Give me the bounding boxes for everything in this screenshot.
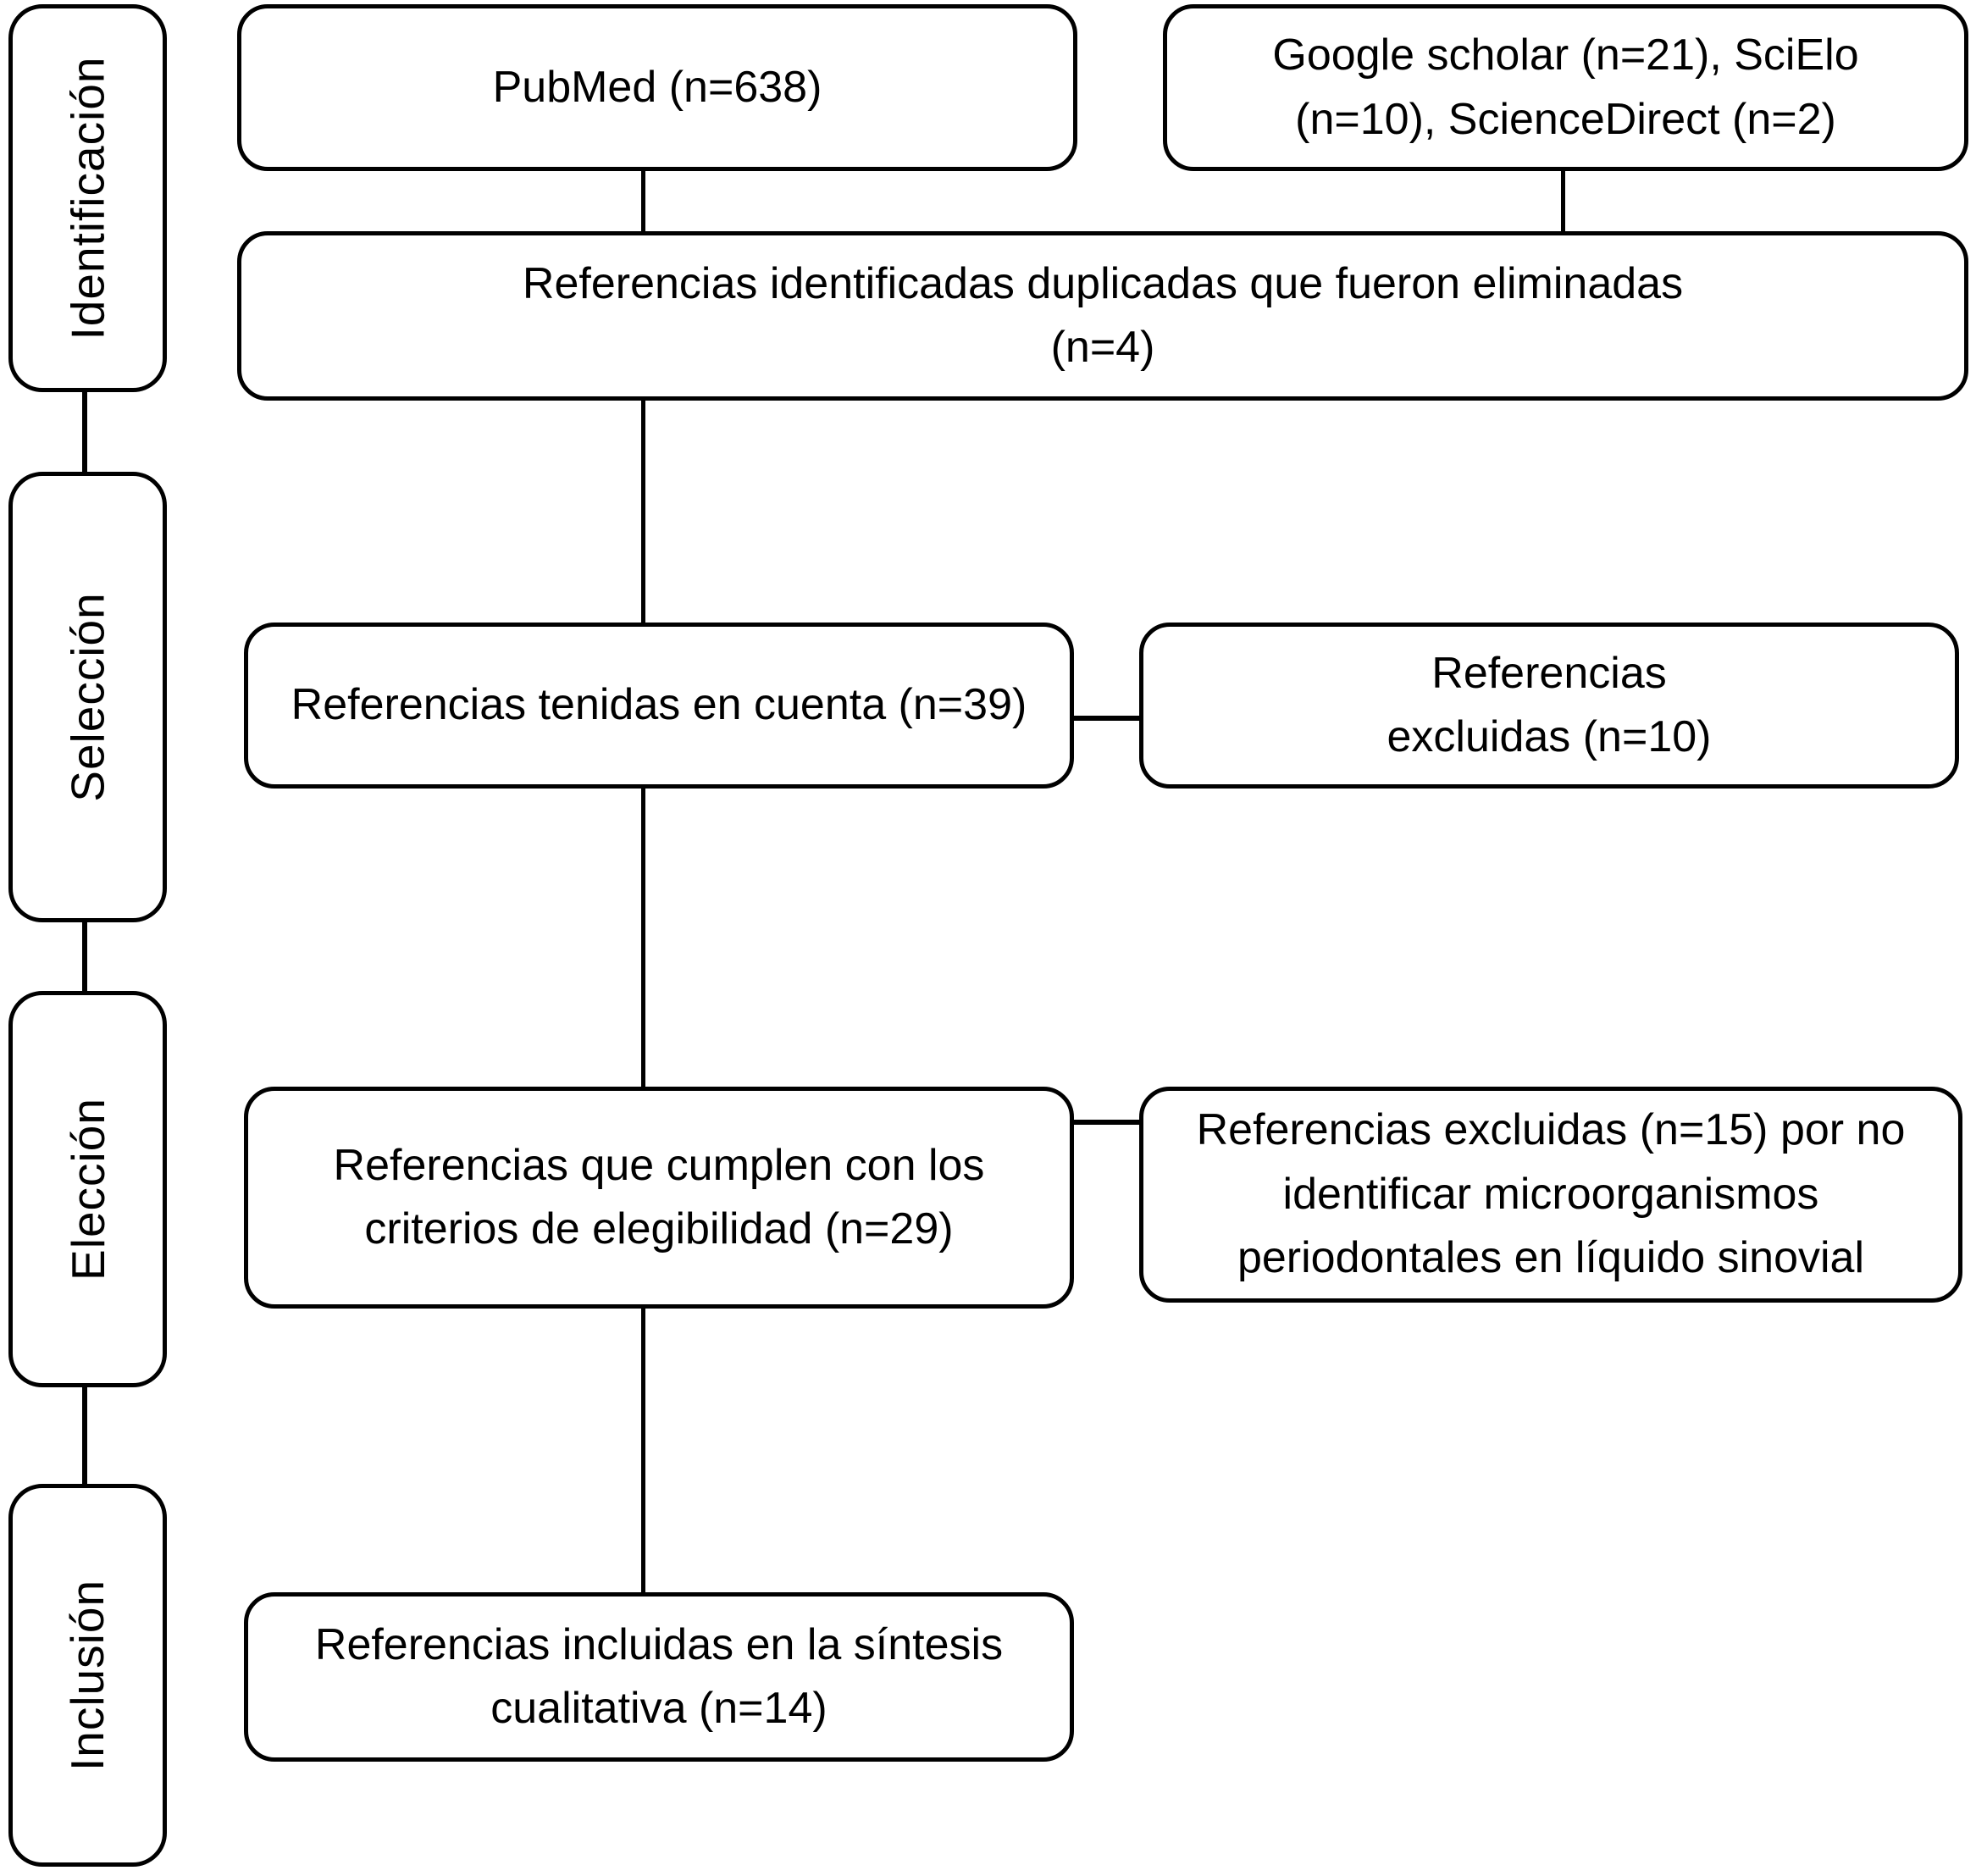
box-qualitative-synthesis: Referencias incluidas en la síntesis cua… [244, 1592, 1074, 1762]
connector-othersources-duplicates [1561, 171, 1565, 234]
stage-box-seleccion: Selección [8, 472, 167, 922]
stage-connector-eleccion-inclusion [82, 1387, 87, 1484]
connector-duplicates-considered [641, 401, 645, 623]
box-eligibility-met-text: Referencias que cumplen con los criterio… [333, 1140, 985, 1253]
box-duplicates-removed-text: Referencias identificadas duplicadas que… [522, 258, 1684, 372]
box-pubmed-text: PubMed (n=638) [492, 62, 822, 112]
connector-eligible-included [641, 1309, 645, 1592]
box-excluded-reason: Referencias excluidas (n=15) por no iden… [1139, 1087, 1962, 1303]
stage-connector-seleccion-eleccion [82, 922, 87, 991]
connector-eligible-excluded [1074, 1120, 1139, 1125]
box-pubmed: PubMed (n=638) [237, 4, 1077, 171]
box-references-excluded-text: Referencias excluidas (n=10) [1387, 648, 1712, 761]
connector-pubmed-duplicates [641, 171, 645, 234]
box-other-sources: Google scholar (n=21), SciElo (n=10), Sc… [1163, 4, 1968, 171]
connector-considered-eligible [641, 789, 645, 1087]
stage-label-identificacion: Identificación [61, 56, 114, 340]
stage-label-eleccion: Elección [61, 1098, 114, 1281]
box-references-considered: Referencias tenidas en cuenta (n=39) [244, 623, 1074, 789]
stage-box-identificacion: Identificación [8, 4, 167, 392]
stage-box-inclusion: Inclusión [8, 1484, 167, 1867]
box-eligibility-met: Referencias que cumplen con los criterio… [244, 1087, 1074, 1309]
stage-box-eleccion: Elección [8, 991, 167, 1387]
box-references-considered-text: Referencias tenidas en cuenta (n=39) [291, 680, 1027, 730]
stage-label-seleccion: Selección [61, 592, 114, 802]
box-references-excluded: Referencias excluidas (n=10) [1139, 623, 1959, 789]
box-other-sources-text: Google scholar (n=21), SciElo (n=10), Sc… [1272, 30, 1859, 144]
connector-considered-excluded [1074, 716, 1139, 721]
box-excluded-reason-text: Referencias excluidas (n=15) por no iden… [1196, 1105, 1906, 1283]
stage-label-inclusion: Inclusión [61, 1579, 114, 1772]
box-duplicates-removed: Referencias identificadas duplicadas que… [237, 231, 1968, 401]
box-qualitative-synthesis-text: Referencias incluidas en la síntesis cua… [314, 1619, 1004, 1733]
stage-connector-identificacion-seleccion [82, 392, 87, 472]
